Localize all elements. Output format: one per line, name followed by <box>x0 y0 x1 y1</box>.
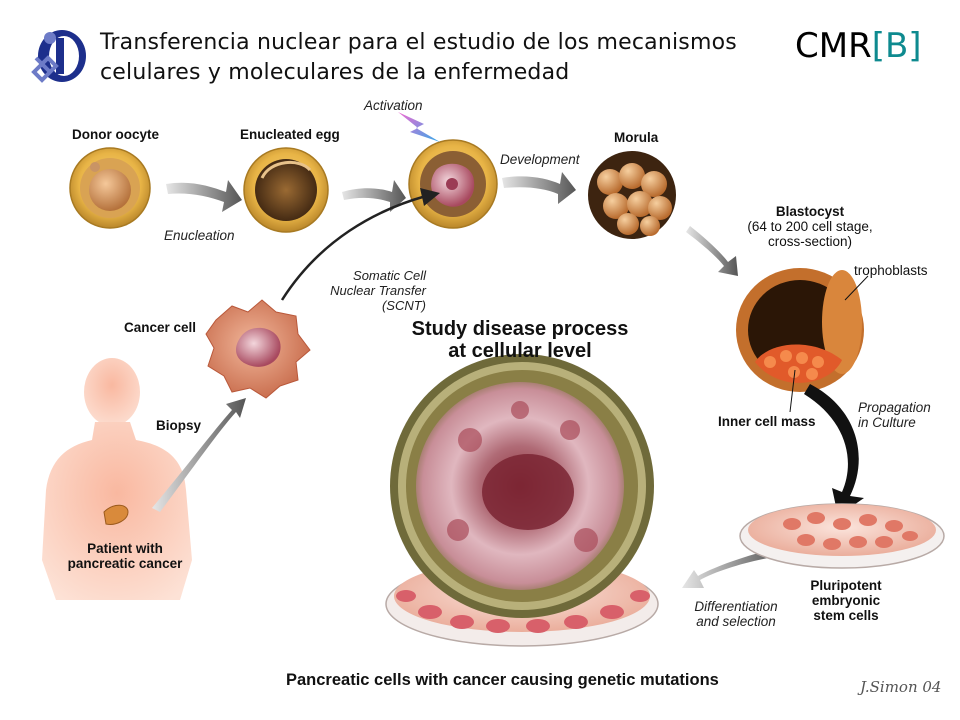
label-morula: Morula <box>614 130 659 145</box>
blastocyst-line-2: (64 to 200 cell stage, <box>747 219 873 234</box>
blastocyst-title: Blastocyst <box>775 204 845 219</box>
label-patient: Patient with pancreatic cancer <box>40 541 210 571</box>
patient-line-1: Patient with <box>87 541 163 556</box>
logo-emblem-icon <box>31 30 86 83</box>
label-enucleated-egg: Enucleated egg <box>240 127 340 142</box>
magnified-cell <box>390 354 654 618</box>
brand-bracket: [B] <box>871 26 922 66</box>
activation-bolt-icon <box>398 112 440 142</box>
propagation-line-2: in Culture <box>858 415 916 430</box>
blastocyst <box>736 268 869 413</box>
brand-mark: CMR[B] <box>795 26 922 66</box>
pluripotent-line-2: embryonic <box>811 593 881 608</box>
pluripotent-line-1: Pluripotent <box>810 578 882 593</box>
artist-signature: J.Simon 04 <box>860 678 942 696</box>
donor-oocyte <box>69 147 151 229</box>
enucleated-egg <box>243 147 329 233</box>
label-cancer-cell: Cancer cell <box>124 320 197 335</box>
differentiation-line-2: and selection <box>696 614 776 629</box>
propagation-line-1: Propagation <box>858 400 931 415</box>
label-study-disease: Study disease process at cellular level <box>380 318 660 362</box>
patient-silhouette <box>42 358 192 600</box>
activated-egg <box>408 139 498 229</box>
scnt-line-1: Somatic Cell <box>353 268 426 283</box>
label-propagation: Propagation in Culture <box>858 400 931 430</box>
scnt-line-3: (SCNT) <box>381 298 426 313</box>
label-differentiation: Differentiation and selection <box>686 599 786 629</box>
label-development: Development <box>500 152 580 167</box>
flow-arrows <box>152 172 864 588</box>
differentiation-line-1: Differentiation <box>694 599 778 614</box>
blastocyst-line-3: cross-section) <box>767 234 853 249</box>
label-blastocyst: Blastocyst (64 to 200 cell stage, cross-… <box>730 204 890 249</box>
cancer-cell <box>205 299 311 399</box>
morula <box>588 151 676 239</box>
label-biopsy: Biopsy <box>156 418 202 433</box>
bottom-caption: Pancreatic cells with cancer causing gen… <box>286 671 719 689</box>
label-scnt: Somatic Cell Nuclear Transfer (SCNT) <box>306 268 426 313</box>
study-line-1: Study disease process <box>411 318 629 340</box>
label-inner-cell-mass: Inner cell mass <box>718 414 816 429</box>
logo <box>26 22 96 92</box>
page-title-line-2: celulares y moleculares de la enfermedad <box>100 60 570 85</box>
patient-line-2: pancreatic cancer <box>67 556 183 571</box>
stem-cell-dish <box>739 503 945 569</box>
scnt-line-2: Nuclear Transfer <box>330 283 426 298</box>
label-donor-oocyte: Donor oocyte <box>72 127 160 142</box>
brand-main: CMR <box>795 26 872 66</box>
study-line-2: at cellular level <box>448 340 592 362</box>
label-pluripotent: Pluripotent embryonic stem cells <box>776 578 916 623</box>
page-title-line-1: Transferencia nuclear para el estudio de… <box>100 30 737 55</box>
pluripotent-line-3: stem cells <box>813 608 879 623</box>
label-enucleation: Enucleation <box>164 228 235 243</box>
label-trophoblasts: trophoblasts <box>854 263 928 278</box>
label-activation: Activation <box>364 98 423 113</box>
